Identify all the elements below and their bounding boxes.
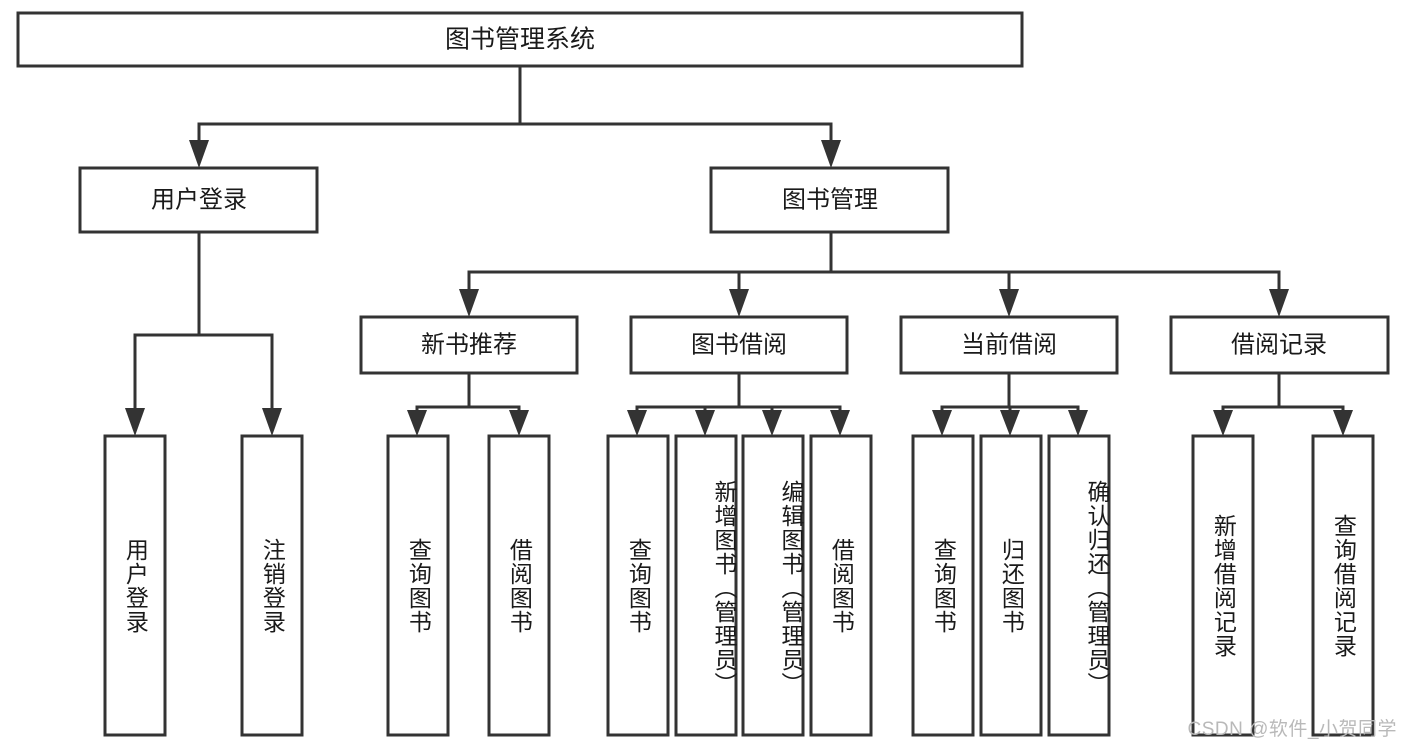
node-root[interactable]: 图书管理系统 <box>16 11 1024 68</box>
node-book-manage-label: 图书管理 <box>782 186 878 213</box>
watermark: CSDN @软件_小贺同学 <box>1187 719 1397 740</box>
edge-bookmanage-to-level3 <box>459 230 1289 317</box>
edge-newbookrec-to-leaves <box>407 371 529 436</box>
node-leaf-edit-book-admin-box[interactable] <box>741 434 805 737</box>
node-leaf-add-borrow-record-box[interactable] <box>1191 434 1255 737</box>
arrow-head-icon <box>1068 410 1088 436</box>
leaf-boxes <box>103 434 1375 737</box>
node-book-manage-box[interactable] <box>709 166 950 234</box>
arrow-head-icon <box>1213 410 1233 436</box>
edge-currentborrow-to-leaves <box>932 371 1088 436</box>
node-root-box[interactable] <box>16 11 1024 68</box>
node-borrow-record-label: 借阅记录 <box>1231 331 1327 358</box>
node-current-borrow-label: 当前借阅 <box>961 331 1057 358</box>
node-user-login-label: 用户登录 <box>151 186 247 213</box>
arrow-head-icon <box>1000 410 1020 436</box>
node-leaf-query-book-a-box[interactable] <box>386 434 450 737</box>
edge-userlogin-to-leaves <box>125 230 282 436</box>
node-current-borrow-box[interactable] <box>899 315 1119 375</box>
node-book-borrow-box[interactable] <box>629 315 849 375</box>
arrow-head-icon <box>189 140 209 168</box>
node-leaf-borrow-book-b-box[interactable] <box>809 434 873 737</box>
arrow-head-icon <box>1333 410 1353 436</box>
node-borrow-record[interactable]: 借阅记录 <box>1169 315 1390 375</box>
node-book-manage[interactable]: 图书管理 <box>709 166 950 234</box>
node-new-book-rec-box[interactable] <box>359 315 579 375</box>
node-leaf-query-borrow-record-box[interactable] <box>1311 434 1375 737</box>
node-leaf-add-book-admin-box[interactable] <box>674 434 738 737</box>
arrow-head-icon <box>407 410 427 436</box>
arrow-head-icon <box>459 289 479 317</box>
node-leaf-query-book-c-box[interactable] <box>911 434 975 737</box>
node-book-borrow-label: 图书借阅 <box>691 331 787 358</box>
node-current-borrow[interactable]: 当前借阅 <box>899 315 1119 375</box>
node-leaf-query-book-b-box[interactable] <box>606 434 670 737</box>
node-user-login-box[interactable] <box>78 166 319 234</box>
arrow-head-icon <box>932 410 952 436</box>
arrow-head-icon <box>830 410 850 436</box>
arrow-head-icon <box>999 289 1019 317</box>
edge-bookborrow-to-leaves <box>627 371 850 436</box>
arrow-head-icon <box>729 289 749 317</box>
edge-root-to-level2 <box>189 64 841 168</box>
node-leaf-user-login-box[interactable] <box>103 434 167 737</box>
arrow-head-icon <box>762 410 782 436</box>
node-leaf-return-book-box[interactable] <box>979 434 1043 737</box>
arrow-head-icon <box>262 408 282 436</box>
arrow-head-icon <box>509 410 529 436</box>
node-leaf-logout-box[interactable] <box>240 434 304 737</box>
node-leaf-confirm-return-admin-box[interactable] <box>1047 434 1111 737</box>
node-leaf-borrow-book-a-box[interactable] <box>487 434 551 737</box>
edge-borrowrecord-to-leaves <box>1213 371 1353 436</box>
node-new-book-rec[interactable]: 新书推荐 <box>359 315 579 375</box>
arrow-head-icon <box>695 410 715 436</box>
arrow-head-icon <box>821 140 841 168</box>
arrow-head-icon <box>1269 289 1289 317</box>
node-book-borrow[interactable]: 图书借阅 <box>629 315 849 375</box>
node-root-label: 图书管理系统 <box>445 26 595 54</box>
node-new-book-rec-label: 新书推荐 <box>421 331 517 358</box>
arrow-head-icon <box>125 408 145 436</box>
arrow-head-icon <box>627 410 647 436</box>
node-user-login[interactable]: 用户登录 <box>78 166 319 234</box>
node-borrow-record-box[interactable] <box>1169 315 1390 375</box>
